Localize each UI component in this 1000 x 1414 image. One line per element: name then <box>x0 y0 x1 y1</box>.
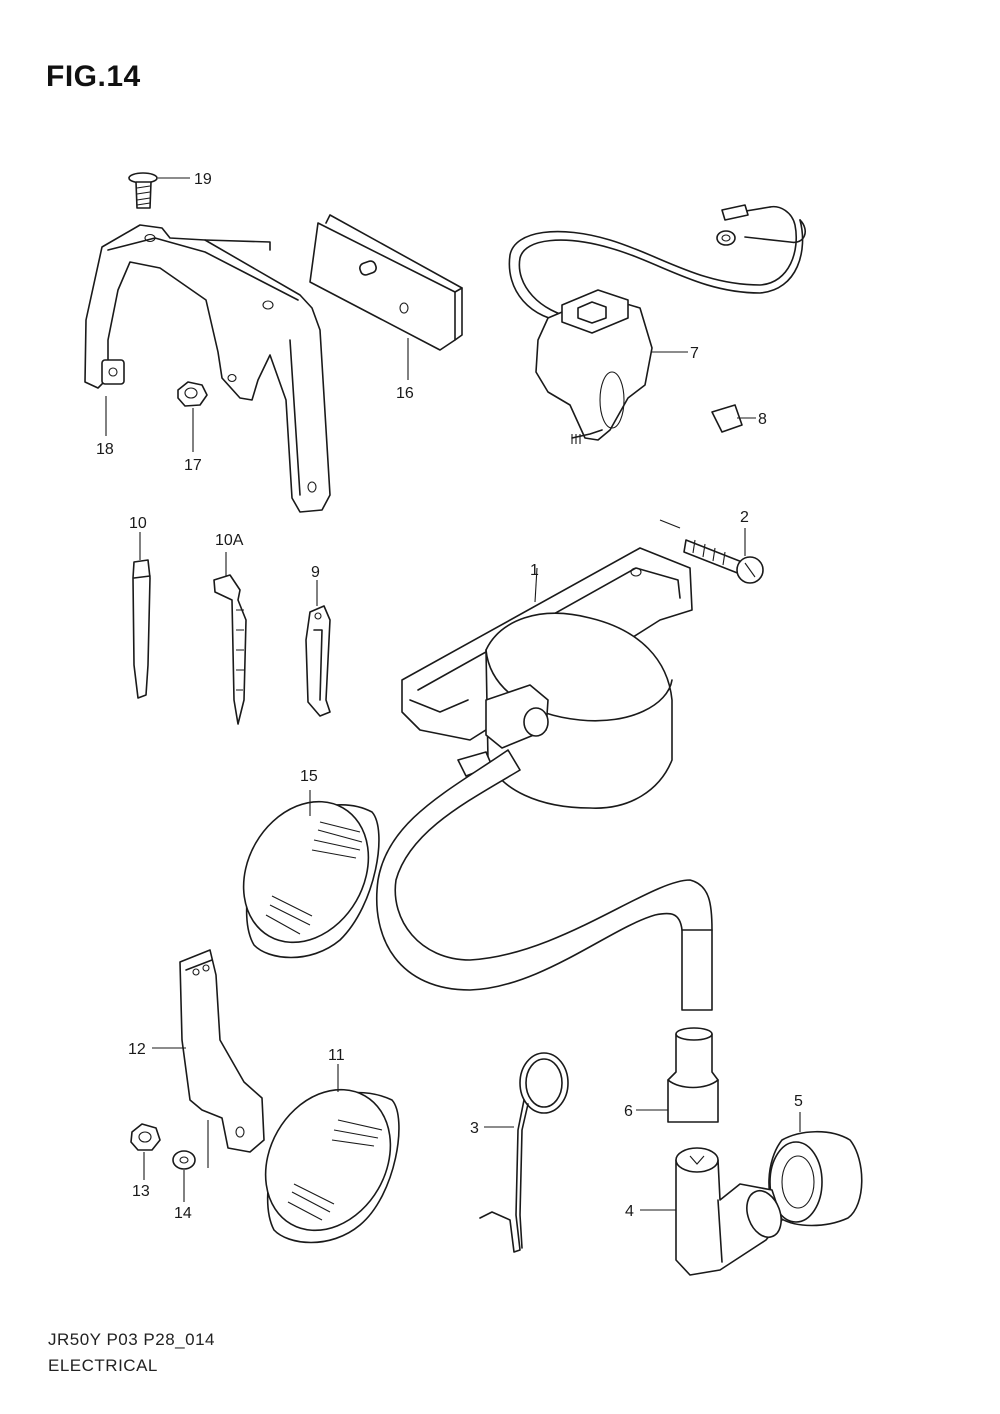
figure-title: FIG.14 <box>46 60 141 93</box>
callout-12: 12 <box>128 1041 146 1058</box>
callout-5: 5 <box>794 1093 803 1110</box>
callout-2: 2 <box>740 509 749 526</box>
callout-13: 13 <box>132 1183 150 1200</box>
part-6-boot <box>636 1027 719 1123</box>
part-3-wire-clip <box>479 1052 569 1253</box>
part-7-switch <box>508 204 806 444</box>
part-12-bracket <box>152 949 265 1168</box>
part-16-pad <box>309 214 463 380</box>
part-2-bolt <box>659 519 764 584</box>
callout-15: 15 <box>300 768 318 785</box>
part-15-reflector <box>242 790 380 959</box>
callout-4: 4 <box>625 1203 634 1220</box>
callout-10: 10 <box>129 515 147 532</box>
part-19-screw <box>128 172 190 209</box>
part-14-washer <box>172 1150 196 1202</box>
part-11-reflector <box>264 1064 400 1244</box>
section-name: ELECTRICAL <box>48 1356 158 1375</box>
part-1-ignition-coil <box>376 547 713 1011</box>
part-18-bracket <box>84 224 331 513</box>
callout-10a: 10A <box>215 532 244 549</box>
part-17-nut <box>177 381 208 452</box>
callout-3: 3 <box>470 1120 479 1137</box>
callout-16: 16 <box>396 385 414 402</box>
callout-9: 9 <box>311 564 320 581</box>
part-8-tape <box>711 404 756 433</box>
part-10a-cable-tie <box>213 552 247 725</box>
callout-labels: 19 18 17 16 7 8 10 10A 9 2 1 15 12 11 6 … <box>96 171 803 1222</box>
callout-14: 14 <box>174 1205 192 1222</box>
callout-6: 6 <box>624 1103 633 1120</box>
callout-7: 7 <box>690 345 699 362</box>
callout-17: 17 <box>184 457 202 474</box>
part-13-nut <box>130 1123 161 1180</box>
callout-1: 1 <box>530 562 539 579</box>
callout-18: 18 <box>96 441 114 458</box>
part-4-plug-cap <box>640 1147 783 1276</box>
part-9-clamp <box>305 580 331 717</box>
diagram-code: JR50Y P03 P28_014 <box>48 1330 215 1349</box>
callout-19: 19 <box>194 171 212 188</box>
part-5-cap <box>768 1112 863 1227</box>
callout-8: 8 <box>758 411 767 428</box>
part-10-tie-band <box>132 532 151 699</box>
callout-11: 11 <box>328 1047 345 1064</box>
